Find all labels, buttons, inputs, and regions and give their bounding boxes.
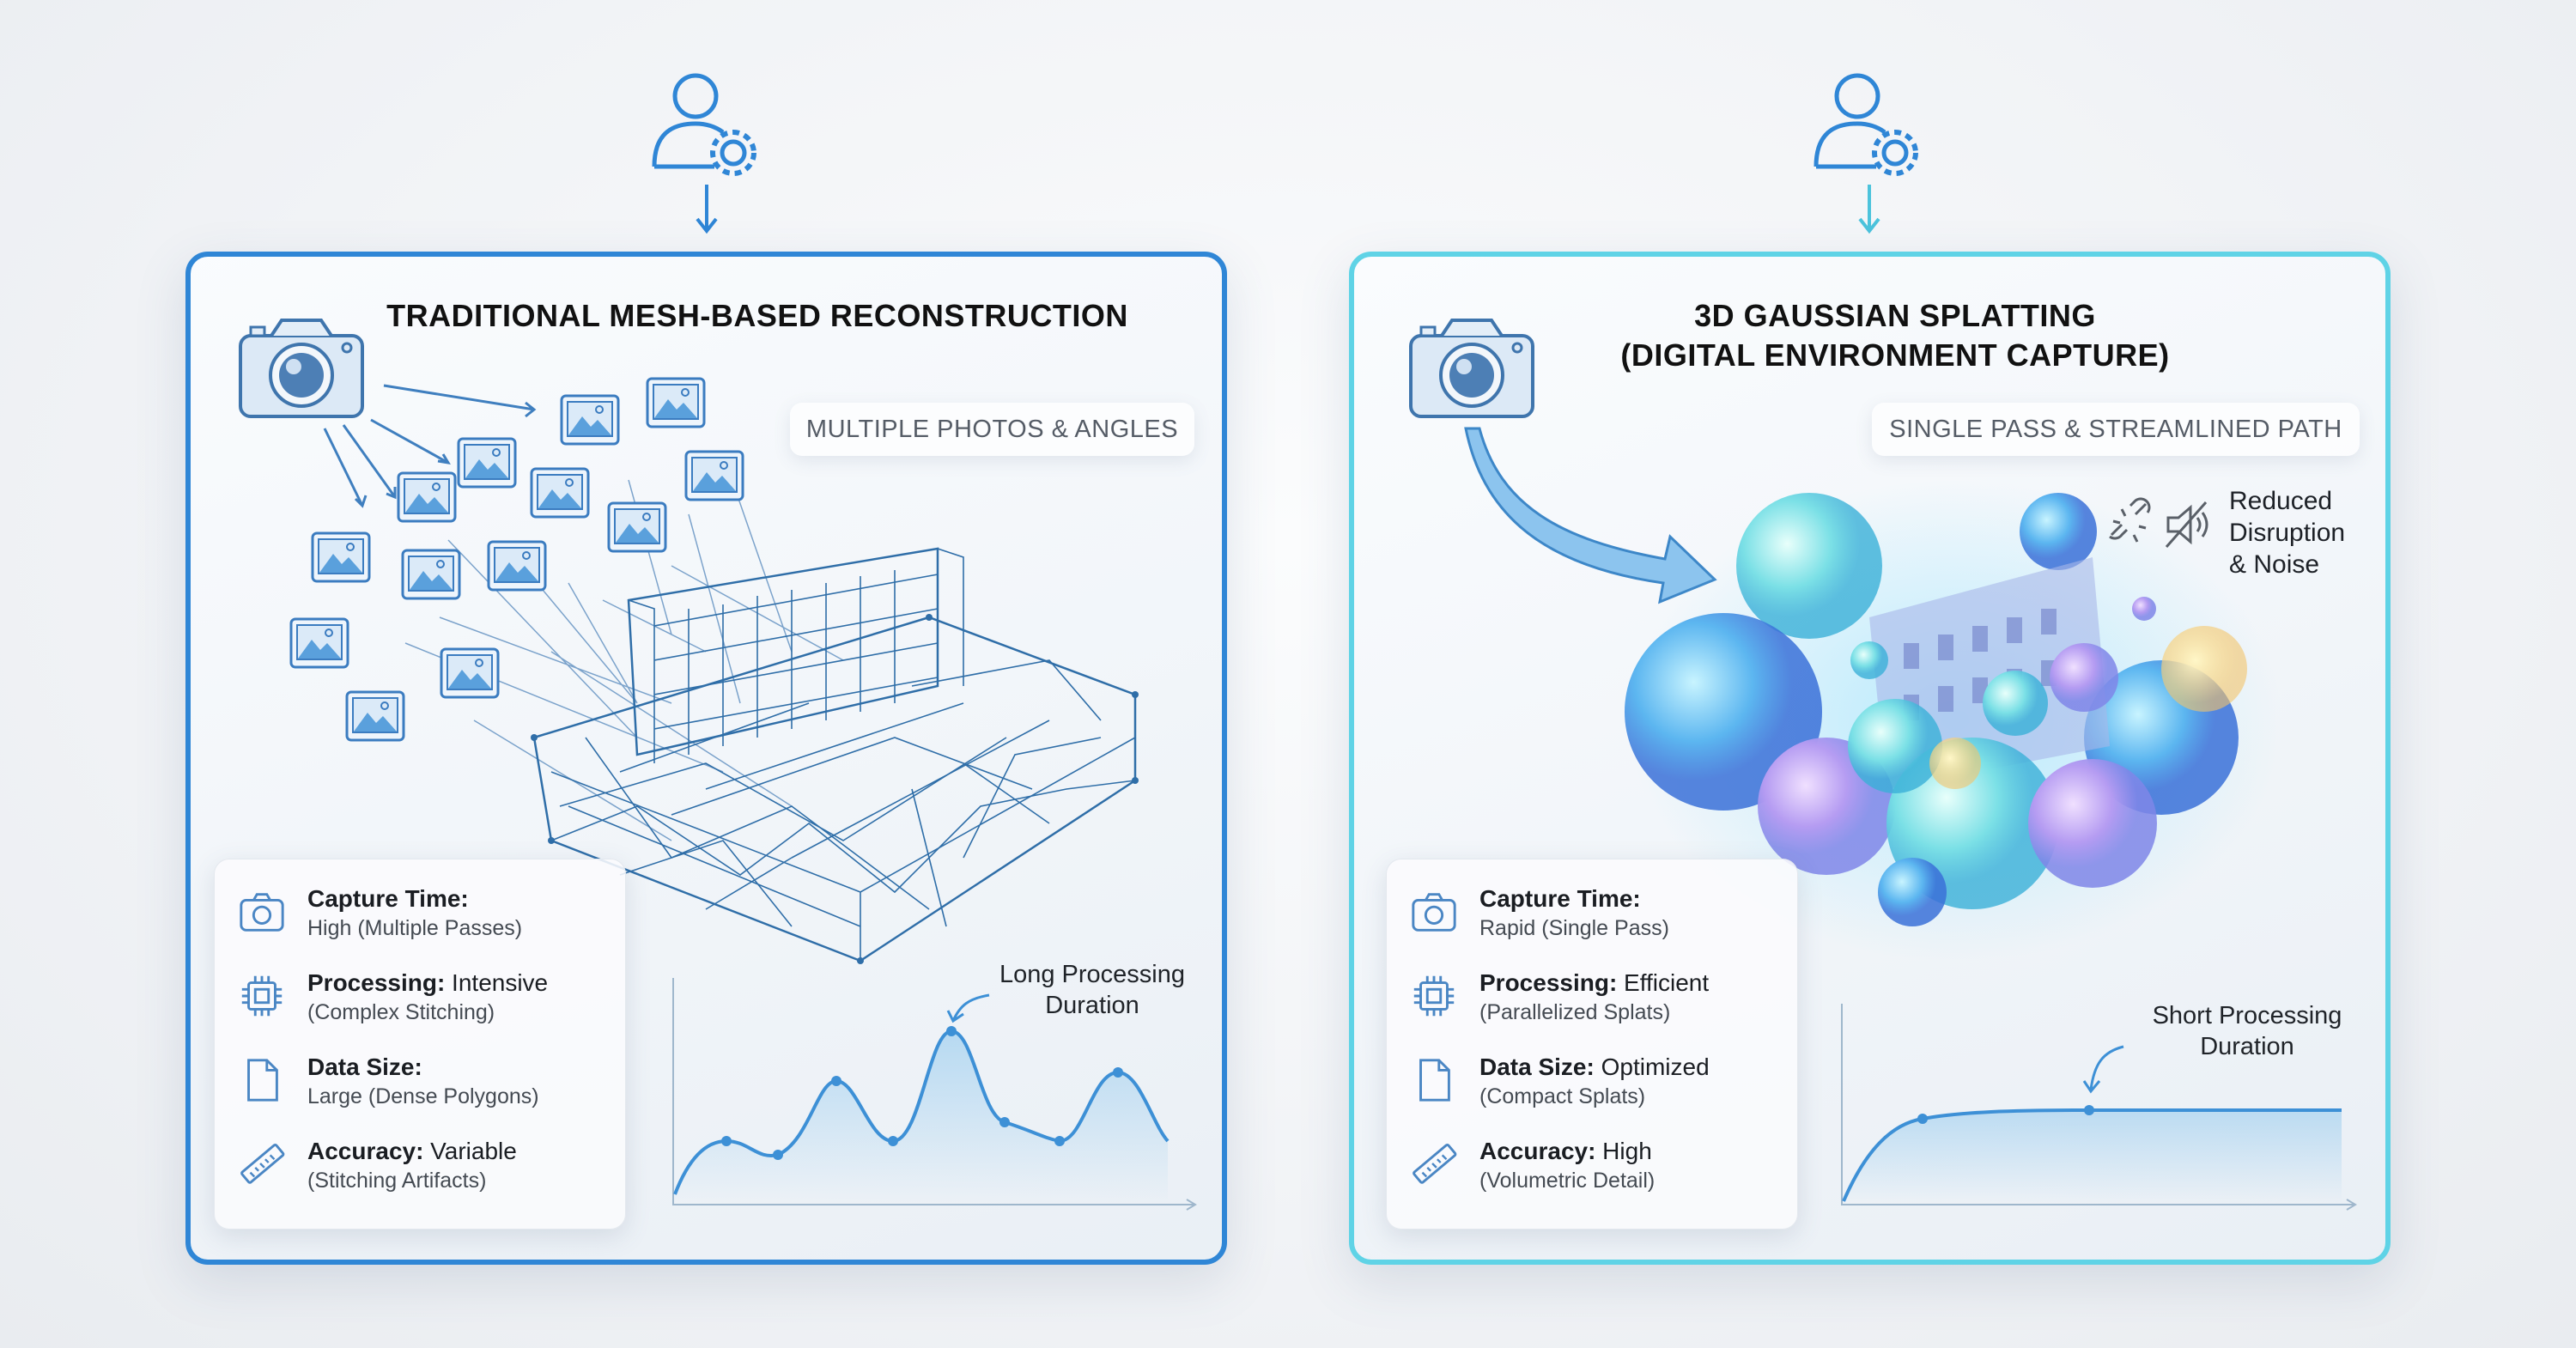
- annotation-line: Duration: [2200, 1033, 2294, 1060]
- method-pill: MULTIPLE PHOTOS & ANGLES: [790, 403, 1194, 456]
- stat-detail: (Stitching Artifacts): [307, 1169, 487, 1193]
- arrow-down-icon: [1858, 185, 1880, 234]
- short-processing-curve: [1841, 1004, 2357, 1211]
- ruler-icon: [237, 1139, 287, 1189]
- panel-title: TRADITIONAL MESH-BASED RECONSTRUCTION: [386, 298, 1128, 333]
- stat-value: Optimized: [1594, 1054, 1710, 1080]
- annotation-line: Short Processing: [2152, 1002, 2342, 1029]
- stat-detail: (Complex Stitching): [307, 1000, 495, 1024]
- cpu-chip-icon: [1409, 971, 1459, 1021]
- stat-detail: High (Multiple Passes): [307, 916, 523, 940]
- camera-icon: [237, 887, 287, 937]
- camera-icon: [1409, 887, 1459, 937]
- stat-label: Accuracy:: [307, 1138, 424, 1164]
- stat-processing: Processing: Intensive (Complex Stitching): [237, 969, 603, 1054]
- label-line: Disruption: [2229, 519, 2346, 547]
- user-settings-icon: [1807, 64, 1928, 184]
- label-line: Reduced: [2229, 487, 2333, 515]
- stat-detail: Large (Dense Polygons): [307, 1084, 539, 1108]
- stat-accuracy: Accuracy: High (Volumetric Detail): [1409, 1138, 1775, 1222]
- gaussian-splatting-panel: 3D GAUSSIAN SPLATTING (DIGITAL ENVIRONMEN…: [1349, 252, 2391, 1265]
- panel-title: 3D GAUSSIAN SPLATTING (DIGITAL ENVIRONMEN…: [1526, 296, 2264, 375]
- stat-capture-time: Capture Time: High (Multiple Passes): [237, 885, 603, 969]
- stats-card: Capture Time: High (Multiple Passes) Proc…: [214, 859, 626, 1230]
- stat-capture-time: Capture Time: Rapid (Single Pass): [1409, 885, 1775, 969]
- gaussian-splat-cloud: [1625, 480, 2281, 961]
- photos-to-mesh-illustration: [289, 377, 1139, 964]
- mute-icon: [2165, 501, 2208, 548]
- stat-data-size: Data Size: Optimized (Compact Splats): [1409, 1054, 1775, 1138]
- cpu-chip-icon: [237, 971, 287, 1021]
- stat-label: Processing:: [1479, 969, 1618, 996]
- mesh-reconstruction-panel: TRADITIONAL MESH-BASED RECONSTRUCTION MU…: [185, 252, 1227, 1265]
- label-line: & Noise: [2229, 550, 2320, 579]
- stat-value: Efficient: [1617, 969, 1710, 996]
- stat-label: Data Size:: [1479, 1054, 1595, 1080]
- stat-detail: (Volumetric Detail): [1479, 1169, 1656, 1193]
- stat-label: Accuracy:: [1479, 1138, 1596, 1164]
- method-pill: SINGLE PASS & STREAMLINED PATH: [1872, 403, 2360, 456]
- long-processing-curve: [672, 978, 1197, 1211]
- user-settings-icon: [646, 64, 766, 184]
- stat-label: Data Size:: [307, 1054, 422, 1080]
- stat-value: Variable: [423, 1138, 517, 1164]
- file-icon: [237, 1055, 287, 1105]
- file-icon: [1409, 1055, 1459, 1105]
- stats-card: Capture Time: Rapid (Single Pass) Process…: [1386, 859, 1798, 1230]
- annotation-line: Duration: [1045, 992, 1139, 1019]
- photo-icon: [560, 394, 620, 446]
- stat-detail: (Compact Splats): [1479, 1084, 1646, 1108]
- title-line: (DIGITAL ENVIRONMENT CAPTURE): [1620, 337, 2170, 373]
- stat-label: Capture Time:: [307, 885, 469, 912]
- stat-detail: Rapid (Single Pass): [1479, 916, 1669, 940]
- arrow-down-icon: [696, 185, 718, 234]
- stat-processing: Processing: Efficient (Parallelized Splat…: [1409, 969, 1775, 1054]
- stat-detail: (Parallelized Splats): [1479, 1000, 1671, 1024]
- title-line: 3D GAUSSIAN SPLATTING: [1694, 298, 2096, 333]
- stat-data-size: Data Size: Large (Dense Polygons): [237, 1054, 603, 1138]
- ruler-icon: [1409, 1139, 1459, 1189]
- stat-value: Intensive: [445, 969, 549, 996]
- stat-value: High: [1595, 1138, 1652, 1164]
- stat-accuracy: Accuracy: Variable (Stitching Artifacts): [237, 1138, 603, 1222]
- stat-label: Capture Time:: [1479, 885, 1641, 912]
- broken-link-icon: [2109, 497, 2151, 543]
- annotation-line: Long Processing: [999, 961, 1186, 988]
- stat-label: Processing:: [307, 969, 446, 996]
